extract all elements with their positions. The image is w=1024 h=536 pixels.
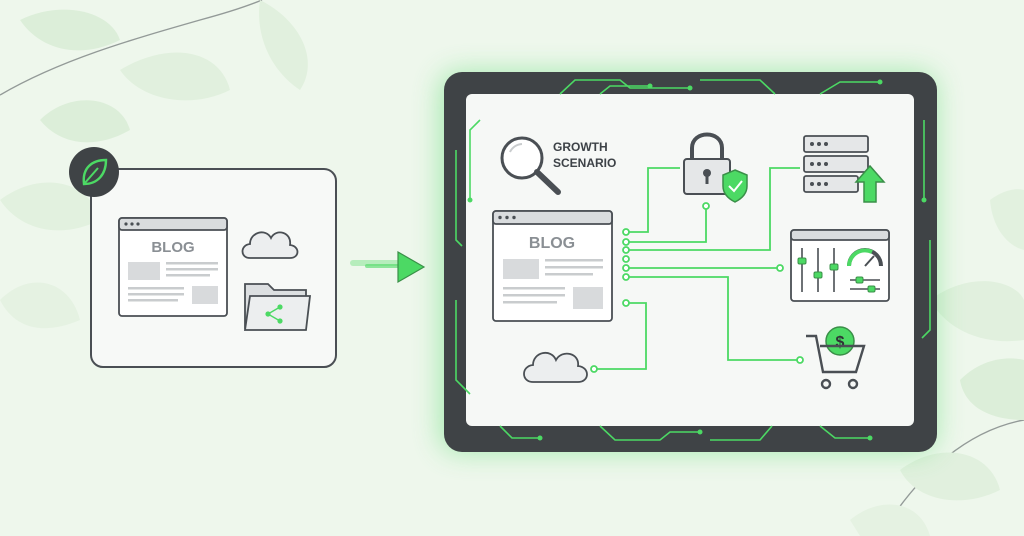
- shared-folder-icon: [243, 283, 312, 331]
- connector-nodes: [590, 202, 804, 373]
- after-panel: GROWTH SCENARIO BLOG: [440, 72, 937, 452]
- arrow-right-icon: [350, 250, 426, 284]
- leaf-icon: [69, 147, 119, 197]
- right-blog-title: BLOG: [529, 235, 575, 252]
- shopping-cart-dollar-icon: $: [806, 326, 866, 390]
- connector-lines: [594, 167, 800, 370]
- browser-window-icon-main: BLOG: [492, 210, 613, 322]
- scenario-label-line2: SCENARIO: [553, 156, 616, 170]
- left-blog-title: BLOG: [151, 239, 194, 256]
- browser-window-icon: BLOG: [118, 217, 228, 317]
- magnifier-icon: [500, 136, 561, 195]
- before-panel: BLOG: [69, 147, 337, 368]
- svg-text:$: $: [836, 334, 845, 351]
- cloud-icon-right: [523, 351, 588, 383]
- cloud-icon: [241, 231, 299, 259]
- frame-circuits: [455, 79, 931, 441]
- padlock-shield-icon: [683, 132, 748, 203]
- server-upload-icon: [803, 135, 886, 203]
- scenario-label-line1: GROWTH: [553, 140, 608, 154]
- dashboard-sliders-icon: [790, 229, 890, 302]
